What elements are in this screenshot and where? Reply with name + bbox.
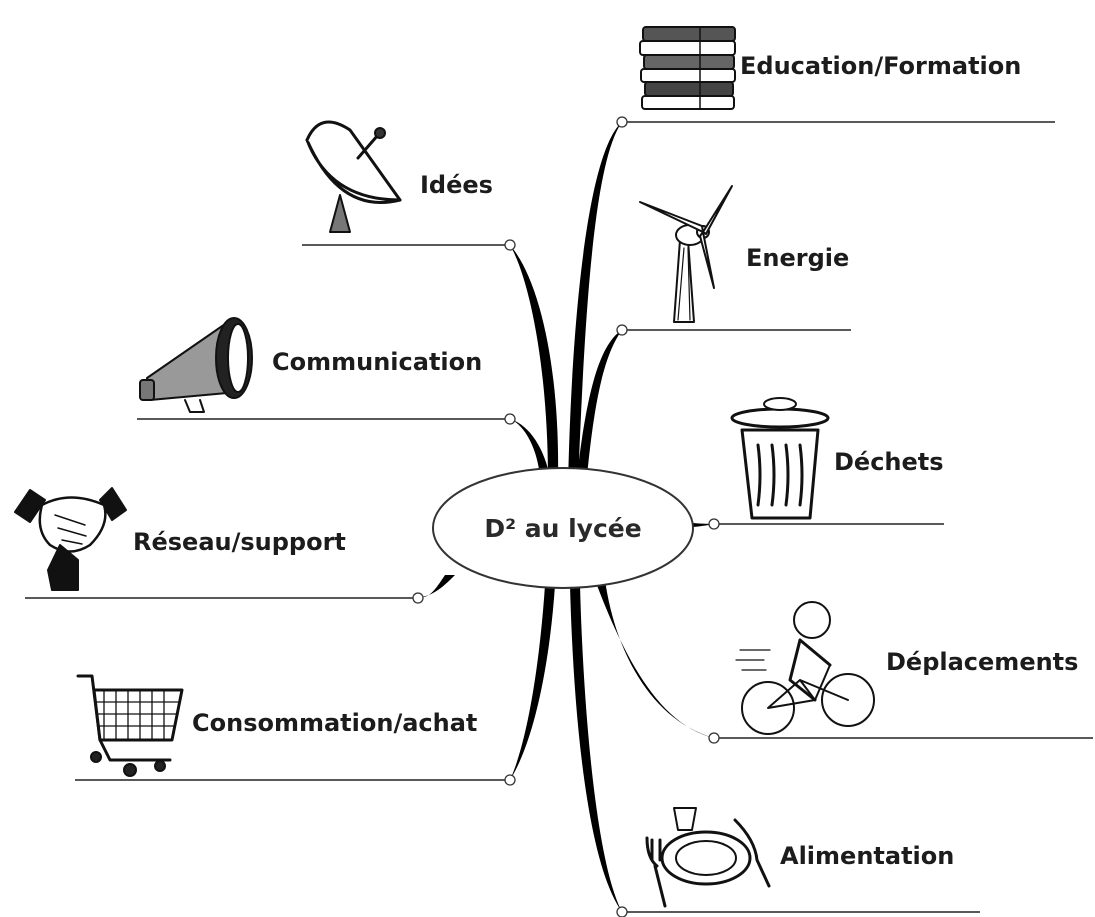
branch-label-dechets[interactable]: Déchets — [834, 448, 944, 476]
branch-label-alimentation[interactable]: Alimentation — [780, 842, 954, 870]
books-icon — [639, 26, 736, 110]
wind-turbine-icon — [639, 185, 733, 323]
shopping-cart-icon — [76, 674, 184, 777]
branch-connector-reseau — [418, 575, 455, 598]
branch-label-reseau[interactable]: Réseau/support — [133, 528, 346, 556]
branch-connector-alimentation — [570, 585, 622, 912]
branch-connector-idees — [510, 245, 559, 480]
plate-cutlery-icon — [645, 807, 771, 908]
bicycle-icon — [735, 601, 875, 735]
branch-knots — [412, 116, 720, 917]
branch-underlines — [25, 121, 1093, 913]
branch-connector-deplacements — [595, 580, 714, 738]
trash-can-icon — [730, 397, 830, 520]
handshake-icon — [14, 487, 127, 591]
center-node[interactable]: D² au lycée — [432, 467, 694, 589]
branch-connector-education — [568, 122, 622, 487]
satellite-dish-icon — [305, 120, 402, 233]
branch-label-education[interactable]: Education/Formation — [740, 52, 1021, 80]
branch-label-deplacements[interactable]: Déplacements — [886, 648, 1078, 676]
branch-connector-communication — [510, 419, 550, 478]
center-ellipse — [432, 467, 694, 589]
branch-label-communication[interactable]: Communication — [272, 348, 482, 376]
branch-connector-consommation — [510, 585, 555, 780]
branch-label-consommation[interactable]: Consommation/achat — [192, 709, 477, 737]
branch-connector-energie — [576, 330, 622, 487]
branch-labels: Education/Formation Energie Déchets Dépl… — [133, 52, 1078, 870]
branch-label-idees[interactable]: Idées — [420, 171, 493, 199]
megaphone-icon — [139, 317, 253, 413]
branch-label-energie[interactable]: Energie — [746, 244, 849, 272]
center-label: D² au lycée — [484, 514, 641, 543]
